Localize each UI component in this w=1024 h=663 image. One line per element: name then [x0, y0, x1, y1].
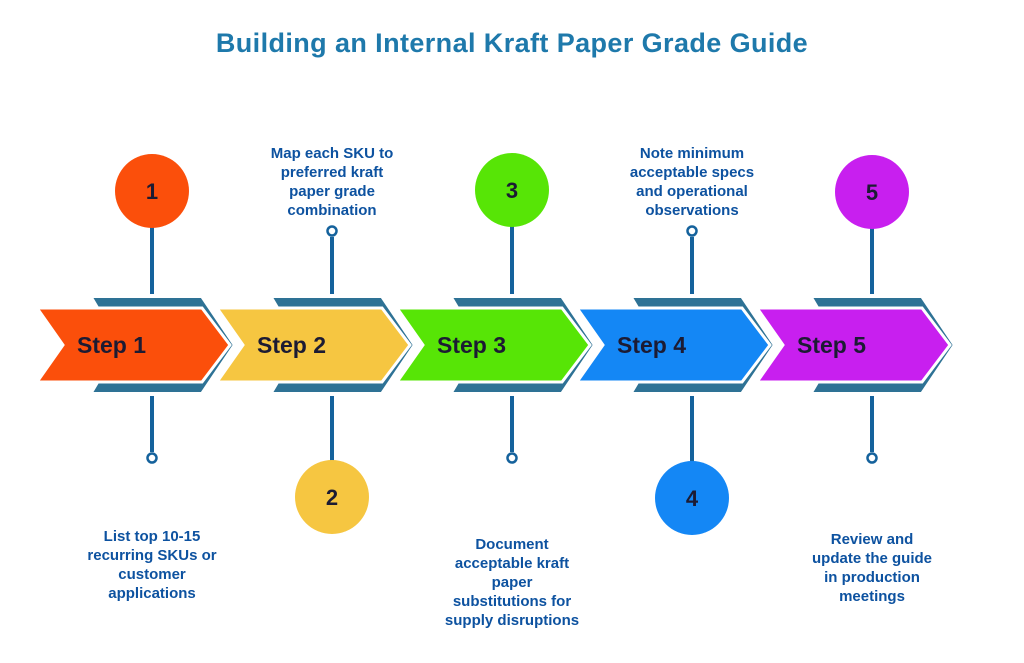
step-4-ring [686, 225, 698, 237]
step-1-label: Step 1 [77, 332, 147, 358]
step-5-arrow [754, 306, 952, 384]
step-2-label: Step 2 [257, 332, 327, 358]
step-2-circle [295, 460, 369, 534]
step-1-ring [146, 452, 158, 464]
step-3-label: Step 3 [437, 332, 507, 358]
step-4-number: 4 [685, 486, 699, 511]
step-2-description: Map each SKU to preferred kraft paper gr… [270, 145, 394, 219]
step-1-arrow [34, 306, 232, 384]
step-5-description: Review and update the guide in productio… [812, 531, 932, 605]
step-3-ring [506, 452, 518, 464]
step-1-circle [115, 154, 189, 228]
step-1-description: List top 10-15 recurring SKUs or custome… [87, 528, 217, 602]
step-3-number: 3 [505, 178, 519, 203]
step-5-number: 5 [865, 180, 879, 205]
step-5-label: Step 5 [797, 332, 867, 358]
page-title: Building an Internal Kraft Paper Grade G… [215, 28, 809, 58]
step-2-number: 2 [325, 485, 339, 510]
step-5-circle [835, 155, 909, 229]
step-1-number: 1 [145, 179, 159, 204]
step-3-description: Document acceptable kraft paper substitu… [444, 536, 580, 629]
step-2-ring [326, 225, 338, 237]
step-4-arrow [574, 306, 772, 384]
step-4-circle [655, 461, 729, 535]
step-4-description: Note minimum acceptable specs and operat… [629, 145, 755, 219]
step-5-ring [866, 452, 878, 464]
step-4-label: Step 4 [617, 332, 687, 358]
step-3-circle [475, 153, 549, 227]
step-2-arrow [214, 306, 412, 384]
step-3-arrow [394, 306, 592, 384]
